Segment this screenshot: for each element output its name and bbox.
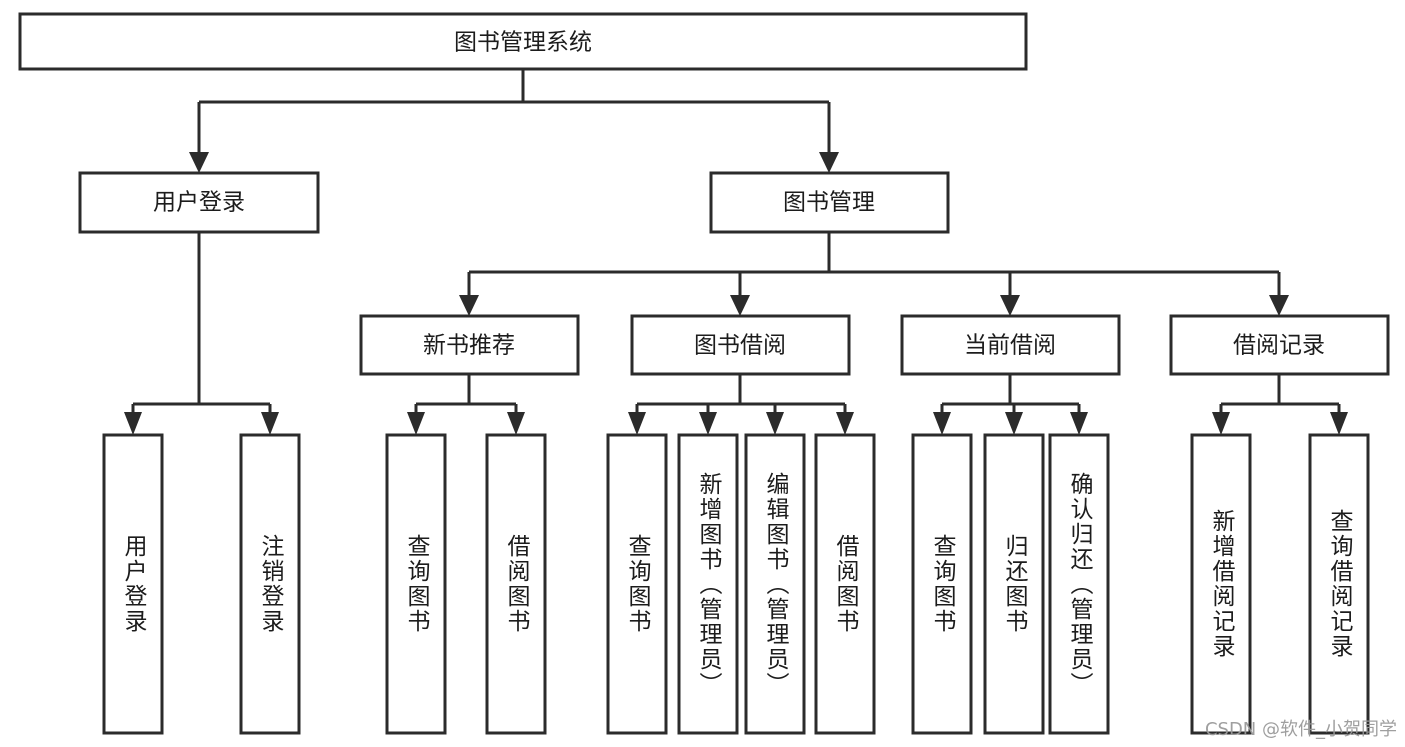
arrow-head-user-login [189,152,209,173]
node-book-borrow[interactable]: 图书借阅 [630,314,851,376]
node-leaf-logout-box[interactable] [239,433,301,735]
node-leaf-return-book-box[interactable] [983,433,1045,735]
connector-group-book-management-to-level3 [459,232,1289,316]
node-user-login-label: 用户登录 [153,190,245,216]
node-leaf-query-book-recommend-box[interactable] [385,433,447,735]
node-user-login-box[interactable] [78,171,320,234]
arrow-head-borrow-record [1269,295,1289,316]
node-new-book-recommend[interactable]: 新书推荐 [359,314,580,376]
node-book-borrow-box[interactable] [630,314,851,376]
connector-group-current-borrow-to-leaves [933,374,1088,435]
node-book-management[interactable]: 图书管理 [709,171,950,234]
node-leaf-query-book-current-box[interactable] [911,433,973,735]
node-borrow-record[interactable]: 借阅记录 [1169,314,1390,376]
arrow-head-leaf-query-book-borrow [628,412,646,435]
arrow-head-leaf-query-book-current [933,412,951,435]
node-book-borrow-label: 图书借阅 [694,333,786,359]
node-current-borrow[interactable]: 当前借阅 [900,314,1121,376]
node-new-book-recommend-box[interactable] [359,314,580,376]
node-leaf-user-login-box[interactable] [102,433,164,735]
arrow-head-new-book-recommend [459,295,479,316]
node-leaf-add-book-admin-box[interactable] [677,433,739,735]
arrow-head-book-management [819,152,839,173]
node-book-management-label: 图书管理 [783,190,875,216]
node-leaf-borrow-book-recommend-box[interactable] [485,433,547,735]
arrow-head-leaf-logout [261,412,279,435]
leaf-boxes-group [102,433,1370,735]
node-leaf-borrow-book-borrow-box[interactable] [814,433,876,735]
node-leaf-edit-book-admin-box[interactable] [744,433,806,735]
connector-group-user-login-to-leaves [124,232,279,435]
node-leaf-query-borrow-record-box[interactable] [1308,433,1370,735]
node-leaf-confirm-return-admin-box[interactable] [1048,433,1110,735]
node-leaf-add-borrow-record-box[interactable] [1190,433,1252,735]
arrow-head-book-borrow [730,295,750,316]
node-book-management-box[interactable] [709,171,950,234]
csdn-watermark: CSDN @软件_小贺同学 [1204,719,1397,740]
connector-group-new-book-recommend-to-leaves [407,374,525,435]
node-borrow-record-label: 借阅记录 [1233,333,1325,359]
connector-group-borrow-record-to-leaves [1212,374,1348,435]
node-current-borrow-box[interactable] [900,314,1121,376]
arrow-head-leaf-query-borrow-record [1330,412,1348,435]
node-root[interactable]: 图书管理系统 [18,12,1028,71]
arrow-head-leaf-borrow-book-borrow [836,412,854,435]
arrow-head-leaf-user-login [124,412,142,435]
arrow-head-leaf-borrow-book-recommend [507,412,525,435]
connector-group-book-borrow-to-leaves [628,374,854,435]
arrow-head-leaf-return-book [1005,412,1023,435]
node-root-box[interactable] [18,12,1028,71]
arrow-head-current-borrow [1000,295,1020,316]
arrow-head-leaf-add-book-admin [699,412,717,435]
node-user-login[interactable]: 用户登录 [78,171,320,234]
connector-group-root-to-level2 [189,69,839,173]
node-current-borrow-label: 当前借阅 [964,333,1056,359]
arrow-head-leaf-add-borrow-record [1212,412,1230,435]
node-borrow-record-box[interactable] [1169,314,1390,376]
node-leaf-query-book-borrow-box[interactable] [606,433,668,735]
arrow-head-leaf-query-book-recommend [407,412,425,435]
node-root-label: 图书管理系统 [454,30,592,56]
arrow-head-leaf-edit-book-admin [766,412,784,435]
arrow-head-leaf-confirm-return-admin [1070,412,1088,435]
node-new-book-recommend-label: 新书推荐 [423,333,515,359]
